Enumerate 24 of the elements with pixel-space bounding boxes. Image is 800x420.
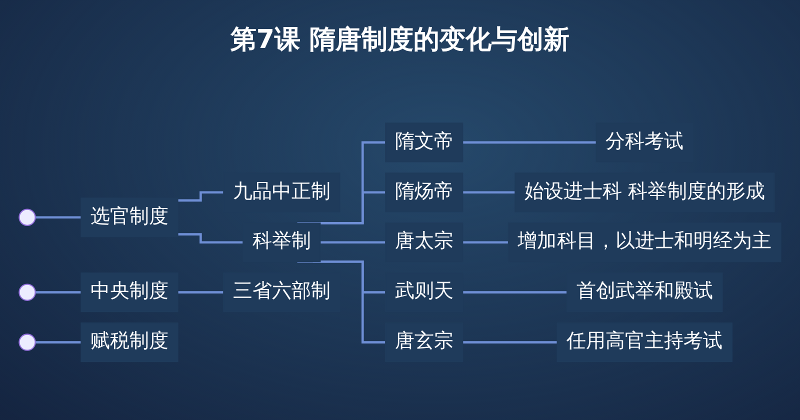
connector: [178, 191, 225, 202]
node-box: 增加科目，以进士和明经为主: [508, 222, 782, 262]
connector: [462, 191, 516, 194]
node-text: 分科考试: [606, 130, 684, 154]
connector: [178, 291, 225, 294]
connector: [35, 341, 82, 344]
connector: [320, 241, 387, 244]
connector: [35, 216, 82, 219]
node-box: 任用高官主持考试: [556, 322, 733, 362]
node-box: 隋炀帝: [385, 172, 464, 212]
connector: [178, 233, 244, 244]
node-box: 隋文帝: [385, 122, 464, 162]
node-box: 首创武举和殿试: [566, 272, 723, 312]
connector: [462, 241, 510, 244]
node-box: 中央制度: [80, 272, 178, 312]
node-box: 始设进士科 科举制度的形成: [514, 172, 775, 212]
node-text: 武则天: [394, 280, 454, 304]
node-box: 选官制度: [80, 198, 178, 238]
node-box: 赋税制度: [80, 322, 178, 362]
connector: [462, 141, 598, 144]
connector: [462, 341, 558, 344]
connector: [462, 291, 568, 294]
slide-title: 第7课 隋唐制度的变化与创新: [229, 24, 571, 57]
connector: [35, 291, 82, 294]
